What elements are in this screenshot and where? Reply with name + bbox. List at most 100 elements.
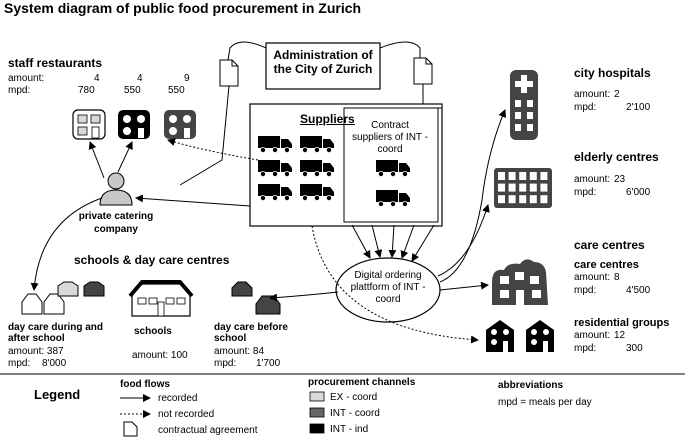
flow-line	[179, 85, 230, 186]
hospital-icon	[510, 70, 538, 140]
legend-channel-int-ind: INT - ind	[330, 424, 369, 435]
legend-heading: Legend	[34, 387, 81, 402]
trucks-group	[258, 136, 410, 207]
residential-group-icon	[526, 320, 554, 352]
flow-arrow	[439, 281, 489, 291]
flow-arrow	[388, 224, 397, 258]
care-mpd-label: mpd:	[574, 285, 597, 296]
school-building-icon	[128, 280, 194, 317]
legend-swatch-ex	[309, 391, 325, 402]
residential-group-icon	[486, 320, 514, 352]
schools-heading: schools & day care centres	[74, 253, 230, 267]
truck-icon	[300, 184, 334, 201]
day-care-after-heading: day care during and after school	[8, 322, 104, 344]
truck-icon	[300, 136, 334, 153]
care-centres-heading: care centres	[574, 238, 645, 252]
truck-icon	[258, 136, 292, 153]
residential-amount: 12	[614, 330, 626, 341]
day-care-after-icon	[21, 281, 105, 315]
elderly-amount: 23	[614, 174, 626, 185]
elderly-centres-heading: elderly centres	[574, 150, 659, 164]
legend-abbreviations: abbreviations	[498, 380, 564, 391]
elderly-mpd: 6'000	[626, 187, 651, 198]
staff-restaurant-building-ex	[72, 109, 106, 140]
legend-procurement-channels: procurement channels	[308, 377, 416, 388]
staff-mpd-3: 550	[168, 85, 185, 96]
care-centre-icon	[492, 259, 548, 305]
flow-arrow	[351, 224, 371, 259]
page-title: System diagram of public food procuremen…	[4, 0, 362, 16]
admin-brace-left	[227, 41, 267, 61]
staff-restaurant-building-int-ind	[118, 110, 150, 139]
truck-icon	[376, 160, 410, 177]
elderly-amount-label: amount:	[574, 174, 611, 185]
care-amount: 8	[614, 272, 620, 283]
care-mpd: 4'500	[626, 285, 651, 296]
residential-mpd-label: mpd:	[574, 343, 597, 354]
flow-arrow	[269, 291, 339, 302]
administration-box	[265, 42, 381, 90]
ordering-platform-label: Digital ordering plattform of INT - coor…	[350, 270, 426, 305]
care-centres-sub-heading: care centres	[574, 259, 639, 271]
hospitals-amount: 2	[614, 89, 620, 100]
day-care-before-amount: amount: 84	[214, 346, 265, 357]
staff-amount-1: 4	[94, 73, 100, 84]
flow-arrow	[411, 224, 435, 262]
truck-icon	[258, 184, 292, 201]
staff-restaurant-building-int-coord	[164, 110, 196, 139]
legend-channel-int-coord: INT - coord	[330, 408, 380, 419]
administration-label: Administration of the City of Zurich	[273, 48, 373, 76]
private-catering-label: private catering company	[78, 211, 154, 235]
day-care-after-mpd: 8'000	[42, 358, 67, 369]
flow-arrow	[117, 141, 133, 173]
staff-mpd-1: 780	[78, 85, 95, 96]
elderly-mpd-label: mpd:	[574, 187, 597, 198]
document-icon	[413, 57, 433, 85]
city-hospitals-heading: city hospitals	[574, 66, 651, 80]
flow-arrow	[371, 224, 383, 258]
flow-arrow-dotted	[167, 138, 259, 161]
hospitals-mpd-label: mpd:	[574, 102, 597, 113]
legend-food-flows: food flows	[120, 379, 170, 390]
truck-icon	[376, 190, 410, 207]
day-care-before-mpd: 1'700	[256, 358, 281, 369]
legend-document-icon	[123, 421, 138, 437]
day-care-before-mpd-label: mpd:	[214, 358, 237, 369]
contract-suppliers-label: Contract suppliers of INT - coord	[352, 120, 428, 155]
elderly-centre-icon	[494, 168, 552, 208]
flow-arrow	[439, 109, 506, 283]
legend-recorded: recorded	[158, 393, 198, 404]
flow-arrow-dotted	[311, 225, 479, 344]
residential-heading: residential groups	[574, 317, 670, 329]
day-care-after-mpd-label: mpd:	[8, 358, 31, 369]
truck-icon	[300, 160, 334, 177]
hospitals-amount-label: amount:	[574, 89, 611, 100]
staff-amount-2: 4	[137, 73, 143, 84]
legend-not-recorded: not recorded	[158, 409, 215, 420]
flow-arrow	[437, 204, 490, 277]
care-amount-label: amount:	[574, 272, 611, 283]
flow-arrow	[88, 141, 105, 179]
flow-arrow	[135, 194, 251, 207]
hospitals-mpd: 2'100	[626, 102, 651, 113]
legend-mpd-def: mpd = meals per day	[498, 397, 592, 408]
flow-arrow	[30, 197, 103, 291]
legend-contractual: contractual agreement	[158, 425, 258, 436]
document-icon	[219, 59, 239, 87]
staff-restaurants-heading: staff restaurants	[8, 56, 103, 70]
legend-swatch-int-ind	[309, 423, 325, 434]
staff-mpd-2: 550	[124, 85, 141, 96]
flow-arrow	[400, 224, 415, 259]
truck-icon	[258, 160, 292, 177]
schools-label: schools	[134, 326, 172, 337]
residential-amount-label: amount:	[574, 330, 611, 341]
legend-channel-ex: EX - coord	[330, 392, 378, 403]
staff-amount-3: 9	[184, 73, 190, 84]
schools-amount: amount: 100	[132, 350, 188, 361]
staff-mpd-label: mpd:	[8, 85, 31, 96]
day-care-after-amount: amount: 387	[8, 346, 64, 357]
legend-swatch-int-coord	[309, 407, 325, 418]
staff-amount-label: amount:	[8, 73, 45, 84]
admin-brace-right	[379, 41, 421, 58]
